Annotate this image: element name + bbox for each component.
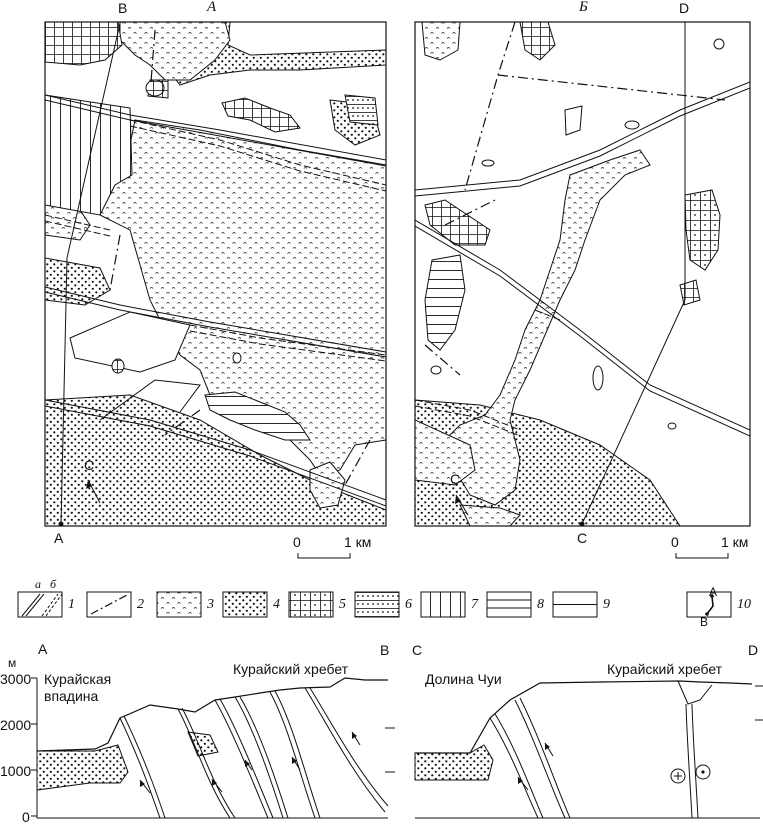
legend-2-number: 2: [137, 597, 144, 612]
map-a-scale-zero: 0: [293, 534, 301, 550]
map-a-point-end: В: [118, 0, 128, 16]
map-b-frame: [414, 21, 751, 527]
section-cd-label-ridge: Курайский хребет: [607, 661, 723, 677]
legend-3-number: 3: [207, 597, 214, 612]
map-b-point-end: D: [679, 0, 690, 16]
section-cd-label-valley: Долина Чуи: [425, 671, 502, 687]
section-ab-tick-3000: 3000: [0, 671, 32, 687]
map-b-scale-km: 1 км: [721, 534, 749, 550]
map-b-scale-zero: 0: [671, 534, 679, 550]
section-ab-tick-2000: 2000: [0, 717, 32, 733]
section-cd-profile: [415, 680, 753, 754]
map-b-scale-bar: [675, 553, 729, 559]
section-cd-end: D: [748, 642, 759, 658]
section-cd: [414, 680, 763, 819]
map-a-section-line: [60, 22, 121, 526]
map-a-fault-marker: С: [84, 457, 95, 473]
section-ab: [31, 677, 395, 819]
legend-5-number: 5: [339, 597, 346, 612]
section-ab-tick-0: 0: [22, 809, 30, 825]
map-b-point-start: С: [577, 530, 588, 546]
legend-1-sub-a: а: [35, 577, 41, 591]
map-a-point-start: А: [54, 530, 64, 546]
legend-10-number: 10: [737, 597, 751, 612]
section-ab-tick-1000: 1000: [0, 763, 32, 779]
map-a-grid-unit: [45, 22, 123, 66]
map-a-frame: [44, 21, 387, 527]
section-ab-unit: м: [8, 656, 17, 670]
legend-10-top: А: [709, 585, 718, 599]
section-ab-end: В: [380, 642, 390, 658]
legend-9-number: 9: [603, 597, 610, 612]
legend-4-number: 4: [273, 597, 280, 612]
legend-7-number: 7: [471, 597, 478, 612]
section-ab-label-ridge: Курайский хребет: [233, 661, 349, 677]
section-ab-start: А: [38, 641, 48, 657]
map-a-vertical-unit: [45, 94, 133, 216]
map-a: [45, 22, 386, 526]
section-ab-profile: [36, 677, 388, 752]
section-ab-label-basin-2: впадина: [44, 688, 99, 704]
map-a-dotted-band: [45, 257, 111, 306]
map-b-title: Б: [579, 0, 588, 15]
legend-1-sub-b: б: [50, 577, 57, 591]
map-b-fault-marker: С: [450, 471, 461, 487]
map-a-scale-km: 1 км: [344, 534, 372, 550]
map-a-title: А: [207, 0, 217, 15]
map-b-alluvium: [439, 149, 651, 506]
section-ab-label-basin-1: Курайская: [44, 671, 112, 687]
map-b: [415, 22, 750, 526]
map-a-scale-bar: [297, 553, 351, 559]
map-b-section-line: [581, 22, 686, 525]
section-cd-start: С: [412, 642, 423, 658]
legend-6-number: 6: [405, 597, 412, 612]
legend-1-number: 1: [68, 597, 75, 612]
legend-8-number: 8: [537, 597, 544, 612]
legend-10-bottom: В: [700, 615, 709, 629]
legend-swatches: [17, 591, 732, 618]
